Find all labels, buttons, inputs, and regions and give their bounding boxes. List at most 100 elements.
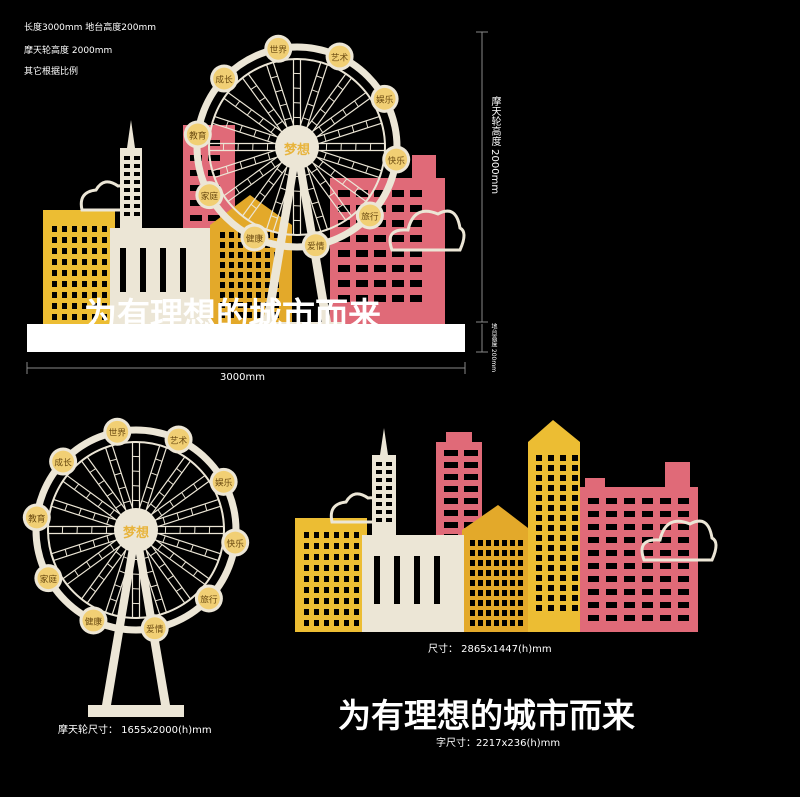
window — [124, 196, 130, 200]
window — [588, 498, 599, 504]
window — [82, 259, 87, 265]
window — [470, 620, 475, 626]
window — [560, 555, 566, 561]
window — [678, 524, 689, 530]
window — [410, 280, 422, 287]
window — [374, 190, 386, 197]
window — [494, 600, 499, 606]
window — [392, 295, 404, 302]
window — [478, 600, 483, 606]
wheel-height-label: 摩天轮高度 2000mm — [489, 96, 500, 195]
window — [238, 292, 243, 298]
window — [334, 609, 339, 615]
window — [660, 576, 671, 582]
window — [502, 550, 507, 556]
window — [386, 510, 392, 514]
window — [314, 543, 319, 549]
slogan-top: 为有理想的城市而来 — [84, 295, 381, 334]
window — [229, 302, 234, 308]
window — [560, 575, 566, 581]
window — [548, 575, 554, 581]
window — [72, 314, 77, 320]
window — [374, 556, 380, 604]
slogan-bottom: 为有理想的城市而来 — [338, 696, 635, 735]
window — [134, 188, 140, 192]
window — [478, 540, 483, 546]
wheel-cabin-label: 教育 — [189, 129, 207, 141]
wheel-cabin: 旅行 — [355, 201, 384, 230]
window — [642, 615, 653, 621]
window — [92, 292, 97, 298]
window — [314, 598, 319, 604]
window — [606, 615, 617, 621]
wheel-cabin: 教育 — [22, 503, 51, 532]
window — [324, 598, 329, 604]
window — [338, 265, 350, 272]
yellow-gable-tower-windows — [536, 455, 578, 611]
window — [478, 550, 483, 556]
window — [536, 455, 542, 461]
window — [314, 620, 319, 626]
window — [572, 565, 578, 571]
window — [102, 270, 107, 276]
window — [344, 565, 349, 571]
window — [238, 272, 243, 278]
window — [548, 555, 554, 561]
yellow-building-left-windows — [304, 532, 359, 626]
spec-note-scale: 其它根据比例 — [24, 67, 79, 77]
city-cream-building-windows — [374, 556, 440, 604]
window — [229, 232, 234, 238]
window — [324, 576, 329, 582]
window — [324, 543, 329, 549]
wheel-cabin-label: 爱情 — [307, 240, 325, 252]
window — [82, 281, 87, 287]
window — [354, 587, 359, 593]
window — [52, 292, 57, 298]
window — [588, 615, 599, 621]
wheel-cabin-label: 家庭 — [40, 573, 58, 585]
window — [190, 215, 202, 221]
window — [536, 545, 542, 551]
window — [606, 576, 617, 582]
window — [624, 602, 635, 608]
wheel-hub-label: 梦想 — [284, 142, 310, 158]
window — [588, 563, 599, 569]
window — [606, 498, 617, 504]
window — [229, 262, 234, 268]
window — [536, 595, 542, 601]
wheel-cabin: 成长 — [49, 447, 78, 476]
window — [238, 262, 243, 268]
spec-note-wheel-height: 摩天轮高度 2000mm — [24, 46, 113, 56]
window — [560, 525, 566, 531]
window — [486, 580, 491, 586]
window — [238, 242, 243, 248]
window — [304, 554, 309, 560]
window — [102, 237, 107, 243]
window — [642, 498, 653, 504]
window — [102, 248, 107, 254]
window — [386, 486, 392, 490]
yellow-house-windows — [220, 232, 279, 318]
cream-tower-windows — [124, 156, 140, 216]
text-size-caption: 字尺寸：2217x236(h)mm — [436, 738, 561, 749]
window — [247, 282, 252, 288]
wheel-size-caption: 摩天轮尺寸： 1655x2000(h)mm — [58, 725, 212, 736]
window — [324, 609, 329, 615]
wheel-cabin: 爱情 — [140, 614, 169, 643]
window — [356, 235, 368, 242]
window — [256, 312, 261, 318]
wheel-cabin-label: 世界 — [109, 427, 127, 439]
window — [486, 590, 491, 596]
window — [392, 265, 404, 272]
window — [354, 598, 359, 604]
window — [354, 554, 359, 560]
window — [229, 282, 234, 288]
window — [478, 590, 483, 596]
window — [678, 511, 689, 517]
window — [124, 188, 130, 192]
window — [265, 272, 270, 278]
window — [510, 550, 515, 556]
window — [124, 212, 130, 216]
window — [410, 205, 422, 212]
